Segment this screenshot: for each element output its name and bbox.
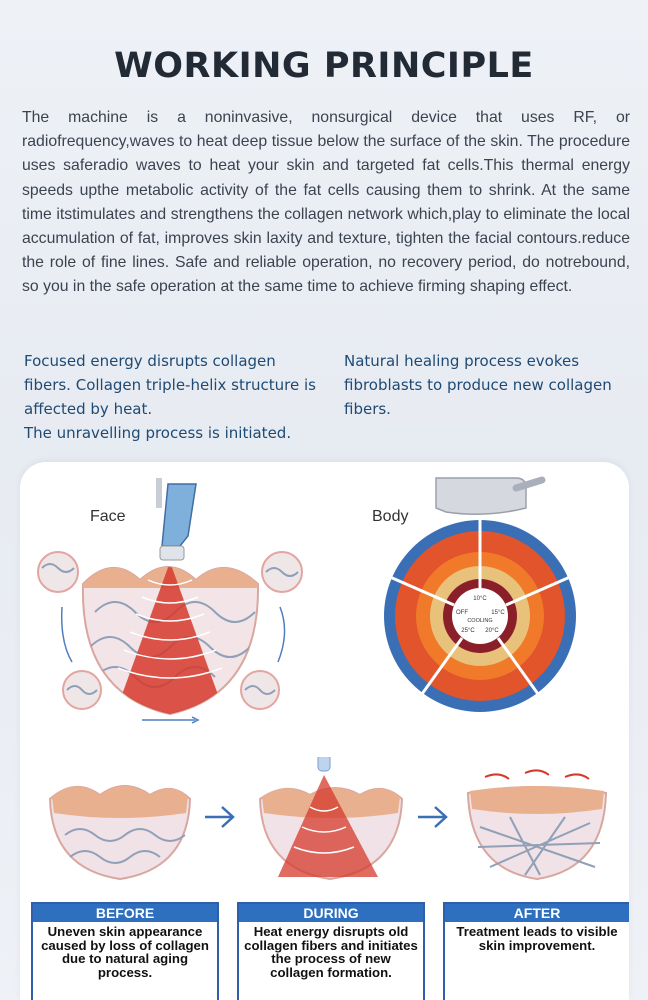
cycle-arrow [277, 606, 286, 663]
stage-before: BEFORE Uneven skin appearance caused by … [31, 902, 219, 1000]
right-description: Natural healing process evokes fibroblas… [344, 349, 634, 421]
cycle-arrow [60, 606, 73, 663]
stage-during: DURING Heat energy disrupts old collagen… [237, 902, 425, 1000]
heat-beam [115, 567, 225, 714]
after-skin [466, 769, 608, 881]
stage-after-heading: AFTER [445, 904, 629, 922]
face-label: Face [90, 508, 126, 525]
cooling-center [452, 588, 508, 644]
face-illustration [37, 478, 303, 724]
cooling-center-label: COOLING [467, 618, 492, 624]
before-skin [48, 785, 192, 881]
stage-arrow-icon [418, 806, 448, 828]
page-title: WORKING PRINCIPLE [114, 46, 534, 86]
left-description-line2: The unravelling process is initiated. [24, 424, 292, 442]
temp-top: 10°C [473, 596, 487, 602]
body-label: Body [372, 508, 409, 525]
illustration-panel: Face 10°C OFF 15°C COOLING 25°C 20°C Bod… [20, 462, 629, 1000]
right-description-text: Natural healing process evokes fibroblas… [344, 352, 612, 418]
stage-before-text: Uneven skin appearance caused by loss of… [41, 924, 209, 980]
intro-paragraph: The machine is a noninvasive, nonsurgica… [22, 109, 630, 296]
left-description: Focused energy disrupts collagen fibers.… [24, 349, 324, 445]
temp-off: OFF [456, 610, 468, 616]
temp-bottom-left: 25°C [461, 628, 475, 634]
temp-right: 15°C [491, 610, 505, 616]
stage-before-heading: BEFORE [33, 904, 217, 922]
stage-after: AFTER Treatment leads to visible skin im… [443, 902, 629, 1000]
stage-during-text: Heat energy disrupts old collagen fibers… [244, 924, 418, 980]
magnify-circle [37, 551, 79, 593]
body-illustration: 10°C OFF 15°C COOLING 25°C 20°C [384, 476, 576, 712]
face-handpiece [161, 483, 197, 547]
temp-bottom-right: 20°C [485, 628, 499, 634]
stages-illustration [48, 757, 608, 881]
stage-during-heading: DURING [239, 904, 423, 922]
stage-arrow-icon [205, 806, 235, 828]
face-handpiece-cable [156, 478, 162, 508]
body-handpiece [435, 477, 527, 515]
left-description-text: Focused energy disrupts collagen fibers.… [24, 352, 317, 418]
face-handpiece-tip [159, 545, 185, 561]
during-skin [258, 757, 404, 881]
stage-after-text: Treatment leads to visible skin improvem… [456, 924, 618, 953]
